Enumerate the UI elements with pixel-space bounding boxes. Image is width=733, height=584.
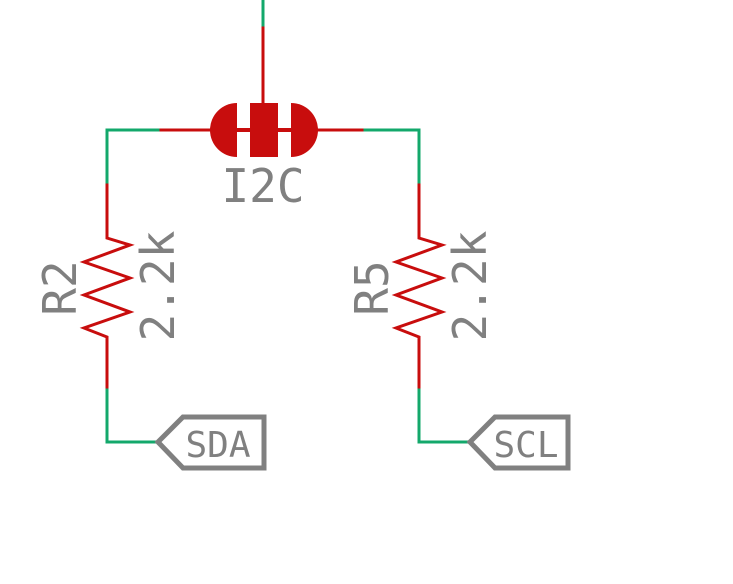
r2-ref: R2: [33, 260, 87, 315]
sda-label: SDA: [185, 425, 250, 466]
r2-value: 2.2k: [131, 231, 185, 342]
resistor-r2: [79, 183, 135, 392]
jumper-label: I2C: [221, 159, 304, 213]
wire-right-top: [363, 128, 421, 187]
jumper-pad-right: [291, 103, 318, 157]
r5-ref: R5: [345, 260, 399, 315]
net-label-scl[interactable]: SCL: [466, 414, 571, 471]
jumper-pad-left: [210, 103, 237, 157]
wire-sda: [105, 388, 160, 444]
resistor-r5: [391, 183, 447, 392]
wire-left-top: [105, 128, 163, 187]
r5-value: 2.2k: [443, 231, 497, 342]
net-label-sda[interactable]: SDA: [154, 414, 267, 471]
wire-scl: [417, 388, 472, 444]
solder-jumper-i2c[interactable]: [210, 103, 318, 157]
scl-label: SCL: [493, 425, 558, 466]
